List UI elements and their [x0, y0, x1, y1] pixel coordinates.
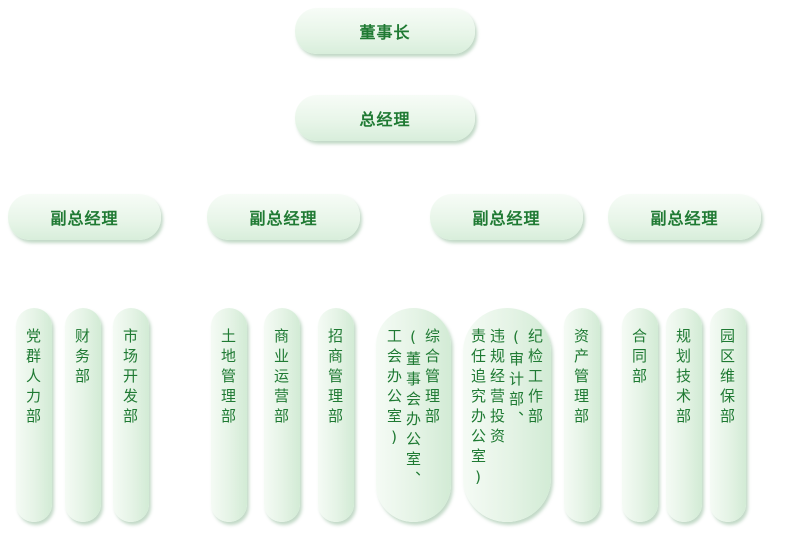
dept-label: 商业运营部: [272, 328, 290, 428]
vp-box-1: 副总经理: [8, 194, 161, 240]
dept-label: 市场开发部: [121, 328, 139, 428]
dept-market-dev: 市场开发部: [113, 308, 149, 522]
dept-asset-mgmt: 资产管理部: [564, 308, 600, 522]
dept-label: 综合管理部: [423, 328, 441, 428]
dept-label-sub: (董事会办公室、: [404, 328, 422, 491]
dept-land-mgmt: 土地管理部: [211, 308, 247, 522]
dept-label-sub: 工会办公室): [385, 328, 403, 451]
vp-box-2: 副总经理: [207, 194, 360, 240]
dept-label: 纪检工作部: [526, 328, 544, 428]
vp-label: 副总经理: [249, 209, 318, 228]
vp-label: 副总经理: [472, 209, 541, 228]
dept-label-sub: (审计部、: [507, 328, 525, 431]
dept-general-admin: 综合管理部 (董事会办公室、 工会办公室): [376, 308, 451, 522]
dept-label: 资产管理部: [572, 328, 590, 428]
dept-label-sub: 违规经营投资: [488, 328, 506, 448]
dept-investment-mgmt: 招商管理部: [318, 308, 354, 522]
dept-label: 规划技术部: [674, 328, 692, 428]
chairman-label: 董事长: [359, 23, 411, 42]
chairman-box: 董事长: [295, 8, 475, 54]
dept-label: 招商管理部: [326, 328, 344, 428]
dept-finance: 财务部: [65, 308, 101, 522]
general-manager-box: 总经理: [295, 95, 475, 141]
vp-box-3: 副总经理: [430, 194, 583, 240]
vp-box-4: 副总经理: [608, 194, 761, 240]
dept-label: 党群人力部: [24, 328, 42, 428]
vp-label: 副总经理: [50, 209, 119, 228]
vp-label: 副总经理: [650, 209, 719, 228]
dept-label-sub: 责任追究办公室): [469, 328, 487, 491]
dept-label: 土地管理部: [219, 328, 237, 428]
dept-discipline: 纪检工作部 (审计部、 违规经营投资 责任追究办公室): [463, 308, 551, 522]
dept-label: 财务部: [73, 328, 91, 388]
dept-commercial-ops: 商业运营部: [264, 308, 300, 522]
dept-label: 合同部: [630, 328, 648, 388]
general-manager-label: 总经理: [359, 110, 411, 129]
dept-contract: 合同部: [622, 308, 658, 522]
dept-planning-tech: 规划技术部: [666, 308, 702, 522]
dept-party-hr: 党群人力部: [16, 308, 52, 522]
dept-park-maintenance: 园区维保部: [710, 308, 746, 522]
dept-label: 园区维保部: [718, 328, 736, 428]
